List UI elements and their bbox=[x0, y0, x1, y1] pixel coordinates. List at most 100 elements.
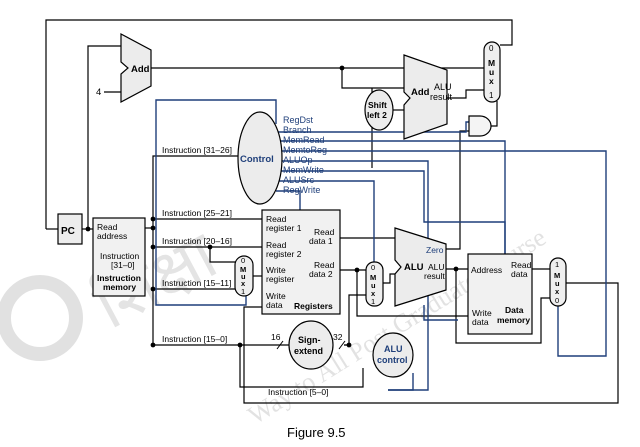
dmem-wd-1: Write bbox=[472, 308, 492, 318]
reg-rr1-2: register 1 bbox=[266, 223, 302, 233]
dmem-title-1: Data bbox=[505, 305, 524, 315]
signal-alusrc: ALUSrc bbox=[283, 175, 315, 185]
signal-branch: Branch bbox=[283, 125, 312, 135]
instruction-memory-labels: Read address Instruction [31–0] Instruct… bbox=[97, 222, 141, 292]
mux-alu-1: 1 bbox=[371, 297, 375, 306]
mux-rd-m: M bbox=[240, 265, 246, 274]
control-unit bbox=[237, 111, 283, 205]
dmem-rd-1: Read bbox=[511, 260, 532, 270]
mux-alu-u: u bbox=[371, 281, 376, 290]
mux-alu-x: x bbox=[371, 289, 376, 298]
branch-and-gate bbox=[468, 115, 492, 137]
mux-top-0: 0 bbox=[489, 44, 494, 53]
imem-title-1: Instruction bbox=[97, 273, 141, 283]
shift-label-1: Shift bbox=[368, 100, 387, 110]
register-file-labels: Read register 1 Read register 2 Write re… bbox=[266, 214, 335, 311]
reg-rd2-2: data 2 bbox=[309, 269, 333, 279]
mux-alu-m: M bbox=[370, 273, 376, 282]
branch-adder-label: Add bbox=[411, 87, 430, 98]
reg-rd1-1: Read bbox=[314, 227, 335, 237]
field-20-16: Instruction [20–16] bbox=[162, 236, 232, 246]
field-31-26: Instruction [31–26] bbox=[162, 145, 232, 155]
imem-title-2: memory bbox=[103, 282, 136, 292]
constant-four: 4 bbox=[96, 87, 101, 98]
mux-wb-u: u bbox=[555, 279, 560, 288]
alu bbox=[394, 227, 447, 307]
instruction-field-labels: Instruction [31–26] Instruction [25–21] … bbox=[162, 145, 328, 397]
mux-rd-1: 1 bbox=[241, 287, 245, 296]
control-signal-labels: RegDst Branch MemRead MemtoReg ALUOp Mem… bbox=[283, 115, 327, 195]
regdst-mux-labels: 0 M u x 1 bbox=[240, 256, 246, 296]
watermark-logo bbox=[0, 275, 83, 361]
alusrc-mux-labels: 0 M u x 1 bbox=[370, 263, 376, 306]
alu-result-1: ALU bbox=[428, 262, 445, 272]
alu-control-2: control bbox=[377, 355, 408, 365]
mux-top-x: x bbox=[489, 76, 494, 86]
signal-aluop: ALUOp bbox=[283, 155, 313, 165]
sign-extend-1: Sign- bbox=[298, 335, 321, 345]
mux-wb-m: M bbox=[554, 271, 560, 280]
reg-rd1-2: data 1 bbox=[309, 236, 333, 246]
imem-instr-1: Instruction bbox=[100, 251, 139, 261]
sign-extend-2: extend bbox=[294, 346, 323, 356]
reg-wr-2: register bbox=[266, 274, 295, 284]
signal-memtoreg: MemtoReg bbox=[283, 145, 327, 155]
alu-zero-label: Zero bbox=[426, 245, 444, 255]
dmem-title-2: memory bbox=[497, 315, 530, 325]
regdst-mux bbox=[234, 255, 254, 297]
pc-adder-label: Add bbox=[131, 64, 150, 75]
mux-wb-x: x bbox=[555, 287, 560, 296]
mux-wb-1: 1 bbox=[555, 260, 559, 269]
imem-instr-2: [31–0] bbox=[111, 260, 135, 270]
memtoreg-mux-labels: 1 M u x 0 bbox=[554, 260, 560, 305]
sign-extend bbox=[288, 320, 334, 370]
field-5-0: Instruction [5–0] bbox=[268, 387, 328, 397]
signal-memwrite: MemWrite bbox=[283, 165, 324, 175]
shift-left-2 bbox=[364, 89, 394, 131]
signal-regwrite: RegWrite bbox=[283, 185, 320, 195]
control-label: Control bbox=[240, 154, 274, 165]
mux-alu-0: 0 bbox=[371, 263, 375, 272]
bits-in-label: 16 bbox=[271, 332, 281, 342]
branch-adder-result-1: ALU bbox=[434, 82, 452, 92]
wire-junctions bbox=[85, 65, 459, 348]
program-counter bbox=[57, 213, 83, 245]
pc-adder bbox=[120, 33, 152, 103]
alusrc-mux bbox=[365, 261, 384, 307]
mux-rd-u: u bbox=[241, 272, 246, 281]
dmem-wd-2: data bbox=[472, 317, 489, 327]
field-25-21: Instruction [25–21] bbox=[162, 208, 232, 218]
signal-regdst: RegDst bbox=[283, 115, 314, 125]
mux-wb-0: 0 bbox=[555, 296, 559, 305]
mux-top-u: u bbox=[489, 67, 494, 77]
datapath-wires bbox=[45, 19, 619, 404]
pc-label: PC bbox=[61, 226, 75, 237]
reg-wd-1: Write bbox=[266, 291, 286, 301]
imem-read-1: Read bbox=[97, 222, 118, 232]
reg-rr2-2: register 2 bbox=[266, 249, 302, 259]
shift-label-2: left 2 bbox=[367, 110, 387, 120]
reg-rr2-1: Read bbox=[266, 240, 287, 250]
instruction-memory bbox=[92, 217, 146, 297]
reg-title: Registers bbox=[294, 301, 333, 311]
mux-top-1: 1 bbox=[489, 91, 494, 100]
pc-source-mux bbox=[483, 41, 501, 103]
reg-rr1-1: Read bbox=[266, 214, 287, 224]
register-file bbox=[261, 209, 341, 315]
dmem-address: Address bbox=[471, 265, 502, 275]
bus-slash-16 bbox=[276, 340, 284, 350]
alu-control bbox=[372, 332, 414, 378]
imem-read-2: address bbox=[97, 231, 127, 241]
bits-out-label: 32 bbox=[333, 332, 343, 342]
dmem-rd-2: data bbox=[511, 269, 528, 279]
alu-label: ALU bbox=[404, 262, 424, 273]
field-15-11: Instruction [15–11] bbox=[162, 278, 231, 288]
branch-adder bbox=[403, 54, 448, 140]
mux-top-m: M bbox=[488, 58, 495, 68]
reg-rd2-1: Read bbox=[314, 260, 335, 270]
reg-wr-1: Write bbox=[266, 265, 286, 275]
branch-adder-result-2: result bbox=[430, 92, 453, 102]
mux-rd-x: x bbox=[241, 279, 246, 288]
